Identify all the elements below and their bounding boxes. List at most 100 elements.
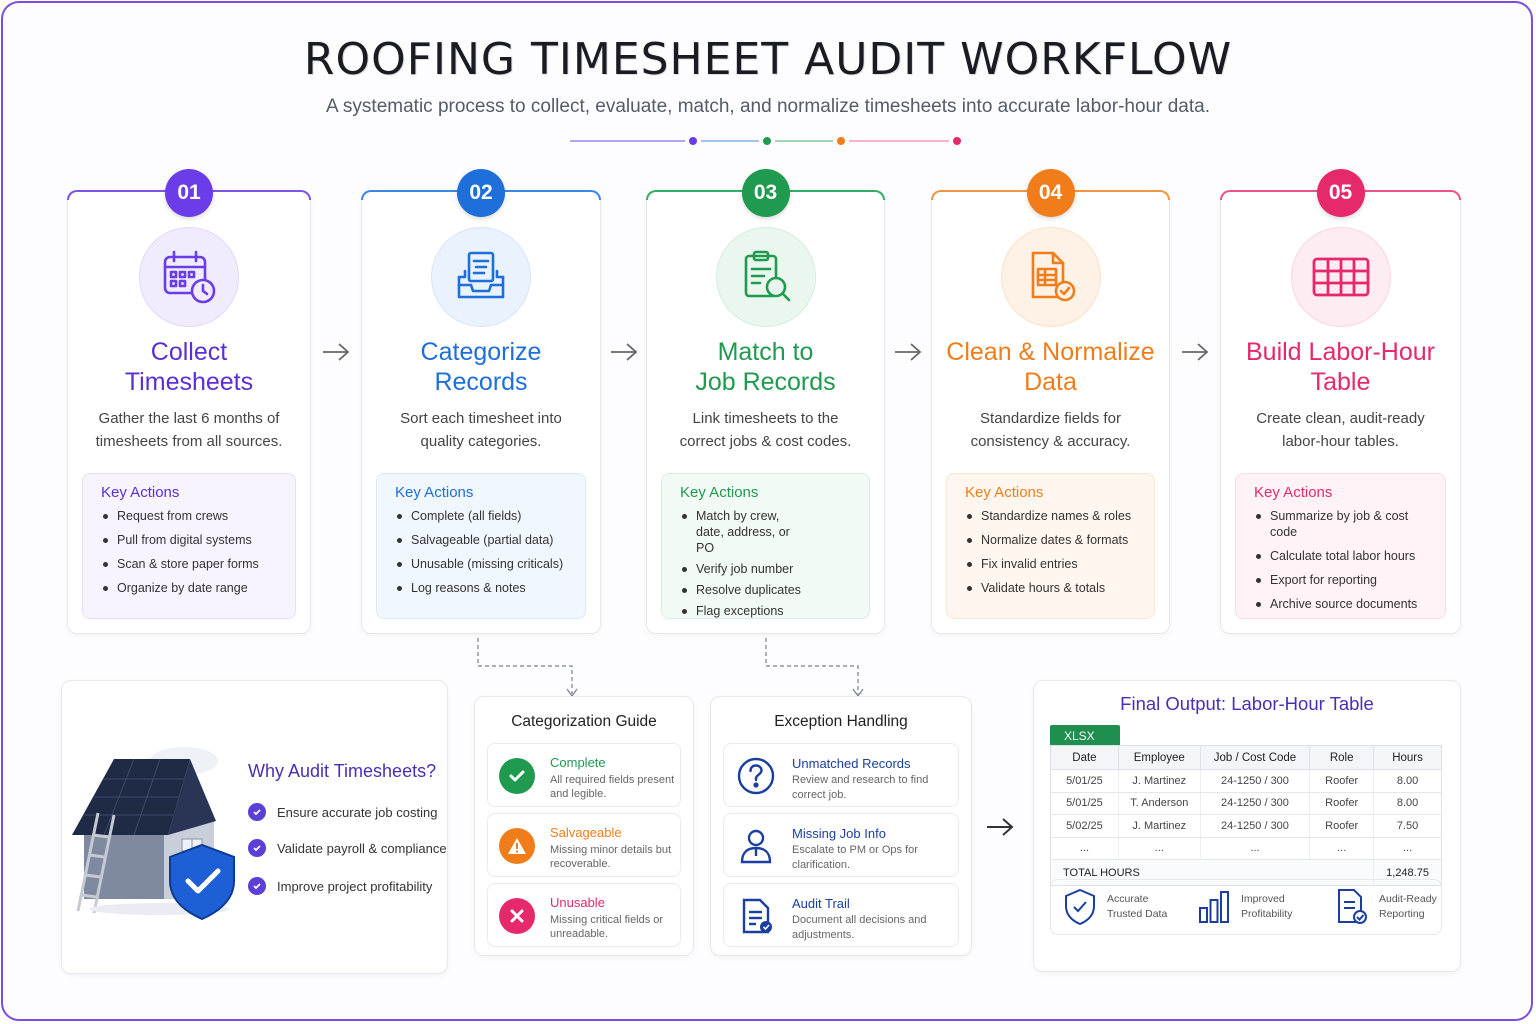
inbox-document-icon bbox=[431, 227, 531, 327]
action-item: Log reasons & notes bbox=[395, 580, 571, 596]
exception-item-label: Audit Trail bbox=[792, 896, 850, 911]
panel-title: Exception Handling bbox=[774, 713, 908, 730]
question-circle-icon bbox=[736, 756, 776, 796]
table-row: ............... bbox=[1050, 837, 1442, 860]
guide-item-salvageable: Salvageable Missing minor details but re… bbox=[487, 813, 681, 877]
action-item: Scan & store paper forms bbox=[101, 556, 281, 572]
total-value: 1,248.75 bbox=[1373, 859, 1442, 886]
action-item: Request from crews bbox=[101, 508, 281, 524]
step-title: Build Labor-Hour bbox=[1246, 338, 1435, 366]
action-item: Organize by date range bbox=[101, 580, 281, 596]
key-actions-heading: Key Actions bbox=[1254, 484, 1333, 501]
document-edit-icon bbox=[736, 896, 776, 936]
why-item: Improve project profitability bbox=[248, 877, 432, 895]
step-title: Clean & Normalize bbox=[946, 338, 1155, 366]
step-card-clean: 04 Clean & Normalize Data Standardize fi… bbox=[931, 169, 1170, 634]
clipboard-search-icon bbox=[715, 227, 816, 327]
step-description: Create clean, audit-ready bbox=[1256, 410, 1425, 427]
dashed-connector bbox=[765, 638, 864, 698]
decorative-divider bbox=[570, 137, 961, 145]
step-card-match: 03 Match to Job Records Link timesheets … bbox=[646, 169, 885, 634]
action-item: Pull from digital systems bbox=[101, 532, 281, 548]
check-circle-icon bbox=[248, 803, 266, 821]
guide-item-complete: Complete All required fields present and… bbox=[487, 743, 681, 807]
user-icon bbox=[736, 826, 776, 866]
key-actions-box: Key Actions Request from crews Pull from… bbox=[82, 473, 296, 619]
key-actions-box: Key Actions Complete (all fields) Salvag… bbox=[376, 473, 586, 619]
step-title: Records bbox=[434, 368, 528, 396]
exception-item-audit-trail: Audit Trail Document all decisions and a… bbox=[723, 883, 959, 947]
document-check-icon bbox=[1338, 889, 1367, 924]
step-card-categorize: 02 Categorize Records Sort each timeshee… bbox=[361, 169, 601, 634]
step-number-badge: 03 bbox=[741, 169, 790, 217]
panel-title: Categorization Guide bbox=[511, 713, 657, 730]
guide-item-desc: Missing minor details but recoverable. bbox=[550, 844, 672, 870]
column-header: Date bbox=[1050, 745, 1119, 770]
check-circle-icon bbox=[248, 839, 266, 857]
shield-check-icon bbox=[1065, 888, 1095, 926]
total-row: TOTAL HOURS 1,248.75 bbox=[1049, 859, 1442, 886]
column-header: Role bbox=[1309, 745, 1375, 770]
step-description: timesheets from all sources. bbox=[95, 433, 283, 450]
total-label: TOTAL HOURS bbox=[1049, 859, 1375, 886]
step-title: Categorize bbox=[420, 338, 542, 366]
action-item: Standardize names & roles bbox=[965, 508, 1140, 524]
document-check-icon bbox=[1000, 227, 1101, 327]
key-actions-box: Key Actions Standardize names & roles No… bbox=[946, 473, 1155, 619]
exception-handling-panel: Exception Handling Unmatched Records Rev… bbox=[710, 696, 972, 956]
step-description: quality categories. bbox=[420, 433, 542, 450]
exception-item-label: Unmatched Records bbox=[792, 756, 911, 771]
key-actions-heading: Key Actions bbox=[395, 484, 474, 501]
guide-item-label: Unusable bbox=[550, 895, 605, 910]
warning-icon bbox=[499, 828, 535, 864]
exception-item-missing-job: Missing Job Info Escalate to PM or Ops f… bbox=[723, 813, 959, 877]
categorization-guide-panel: Categorization Guide Complete All requir… bbox=[474, 696, 694, 956]
action-item: Archive source documents bbox=[1254, 596, 1431, 612]
step-title: Timesheets bbox=[124, 368, 254, 396]
dashed-connector bbox=[477, 638, 578, 698]
action-item: Salvageable (partial data) bbox=[395, 532, 571, 548]
check-circle-icon bbox=[499, 758, 535, 794]
step-title: Data bbox=[1024, 368, 1077, 396]
guide-item-label: Salvageable bbox=[550, 825, 622, 840]
step-number-badge: 01 bbox=[165, 169, 213, 217]
exception-item-desc: Document all decisions and adjustments. bbox=[792, 914, 927, 941]
step-card-build: 05 Build Labor-Hour Table Create clean, … bbox=[1220, 169, 1461, 634]
action-item: Flag exceptions bbox=[680, 603, 855, 619]
action-item: Verify job number bbox=[680, 561, 855, 577]
guide-item-desc: Missing critical fields or unreadable. bbox=[550, 914, 664, 940]
guide-item-desc: All required fields present and legible. bbox=[550, 774, 675, 800]
step-description: Standardize fields for bbox=[980, 410, 1121, 427]
step-description: Sort each timesheet into bbox=[400, 410, 562, 427]
labor-hour-table: Date Employee Job / Cost Code Role Hours… bbox=[1049, 745, 1442, 886]
exception-item-label: Missing Job Info bbox=[792, 826, 886, 841]
action-item: Fix invalid entries bbox=[965, 556, 1140, 572]
why-audit-panel: Why Audit Timesheets? Ensure accurate jo… bbox=[61, 680, 448, 974]
action-item: Resolve duplicates bbox=[680, 582, 855, 598]
column-header: Hours bbox=[1373, 745, 1442, 770]
step-description: Link timesheets to the bbox=[692, 410, 839, 427]
calendar-clock-icon bbox=[139, 227, 239, 327]
step-number-badge: 02 bbox=[457, 169, 505, 217]
arrow-right-icon bbox=[895, 343, 922, 361]
action-item: Validate hours & totals bbox=[965, 580, 1140, 596]
check-circle-icon bbox=[248, 877, 266, 895]
why-item: Ensure accurate job costing bbox=[248, 803, 437, 821]
key-actions-box: Key Actions Match by crew, date, address… bbox=[661, 473, 870, 619]
step-number-badge: 05 bbox=[1316, 169, 1365, 217]
action-item: Unusable (missing criticals) bbox=[395, 556, 571, 572]
key-actions-heading: Key Actions bbox=[101, 484, 180, 501]
page-subtitle: A systematic process to collect, evaluat… bbox=[326, 96, 1210, 117]
exception-item-desc: Review and research to find correct job. bbox=[792, 774, 929, 801]
action-item: Summarize by job & cost code bbox=[1254, 508, 1431, 540]
why-audit-title: Why Audit Timesheets? bbox=[248, 761, 437, 781]
key-actions-heading: Key Actions bbox=[965, 484, 1044, 501]
bar-chart-icon bbox=[1199, 891, 1229, 923]
step-title: Match to bbox=[717, 338, 814, 366]
why-item: Validate payroll & compliance bbox=[248, 839, 447, 857]
column-header: Job / Cost Code bbox=[1199, 745, 1311, 770]
